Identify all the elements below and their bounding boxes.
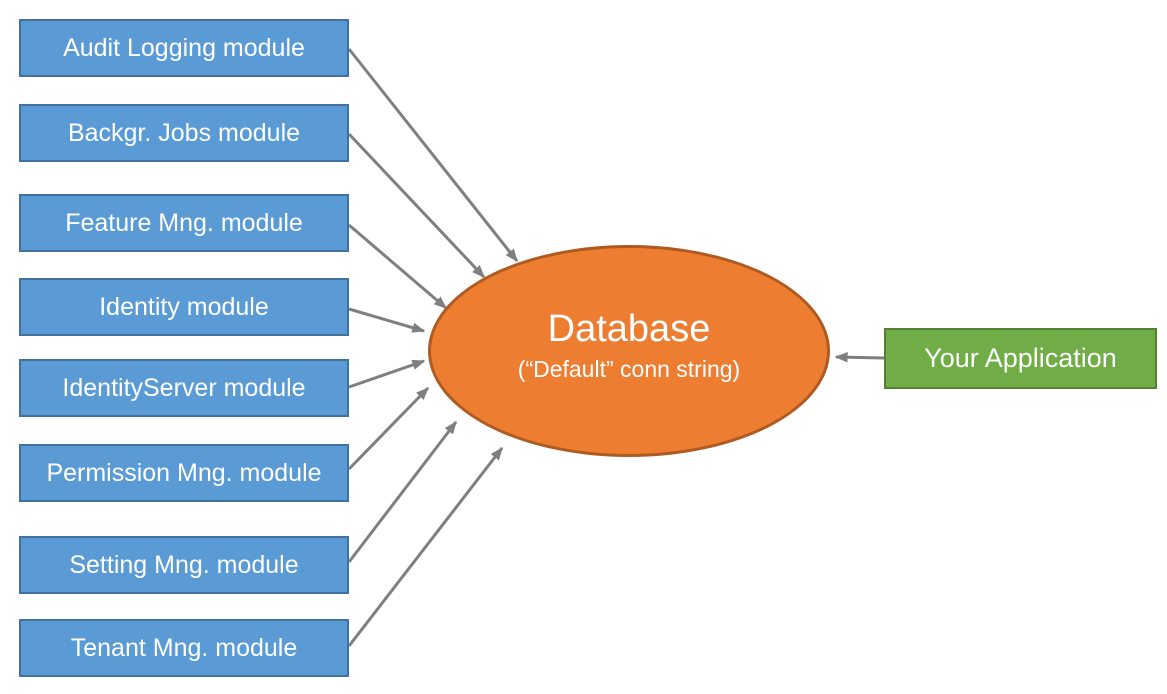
arrow-tenant-mng-to-database [347, 446, 504, 647]
arrow-permission-mng-to-database [347, 386, 430, 471]
module-label-setting-mng: Setting Mng. module [69, 550, 299, 579]
arrow-backgr-jobs-to-database [347, 132, 486, 279]
module-label-backgr-jobs: Backgr. Jobs module [67, 118, 301, 147]
arrow-feature-mng-to-database [348, 223, 447, 310]
module-box-identityserver: IdentityServer module [19, 359, 349, 417]
arrow-identity-to-database [348, 307, 426, 333]
arrow-setting-mng-to-database [347, 420, 458, 563]
module-box-setting-mng: Setting Mng. module [19, 536, 349, 594]
module-label-tenant-mng: Tenant Mng. module [70, 633, 298, 662]
module-label-feature-mng: Feature Mng. module [65, 208, 303, 237]
module-box-tenant-mng: Tenant Mng. module [19, 619, 349, 677]
arrow-identityserver-to-database [348, 359, 426, 389]
module-box-permission-mng: Permission Mng. module [19, 444, 349, 502]
module-box-identity: Identity module [19, 278, 349, 336]
arrow-application-to-database [834, 352, 885, 363]
module-box-feature-mng: Feature Mng. module [19, 194, 349, 252]
database-subtitle: (“Default” conn string) [517, 356, 741, 383]
module-label-permission-mng: Permission Mng. module [46, 458, 322, 487]
module-label-audit-logging: Audit Logging module [63, 33, 305, 62]
module-box-backgr-jobs: Backgr. Jobs module [19, 104, 349, 162]
database-title: Database [547, 308, 711, 351]
arrow-audit-logging-to-database [347, 48, 519, 263]
application-label: Your Application [924, 343, 1117, 373]
module-box-audit-logging: Audit Logging module [19, 19, 349, 77]
database-ellipse: Database (“Default” conn string) [428, 245, 830, 457]
module-label-identityserver: IdentityServer module [62, 373, 306, 402]
application-box: Your Application [884, 328, 1157, 389]
module-label-identity: Identity module [99, 292, 269, 321]
